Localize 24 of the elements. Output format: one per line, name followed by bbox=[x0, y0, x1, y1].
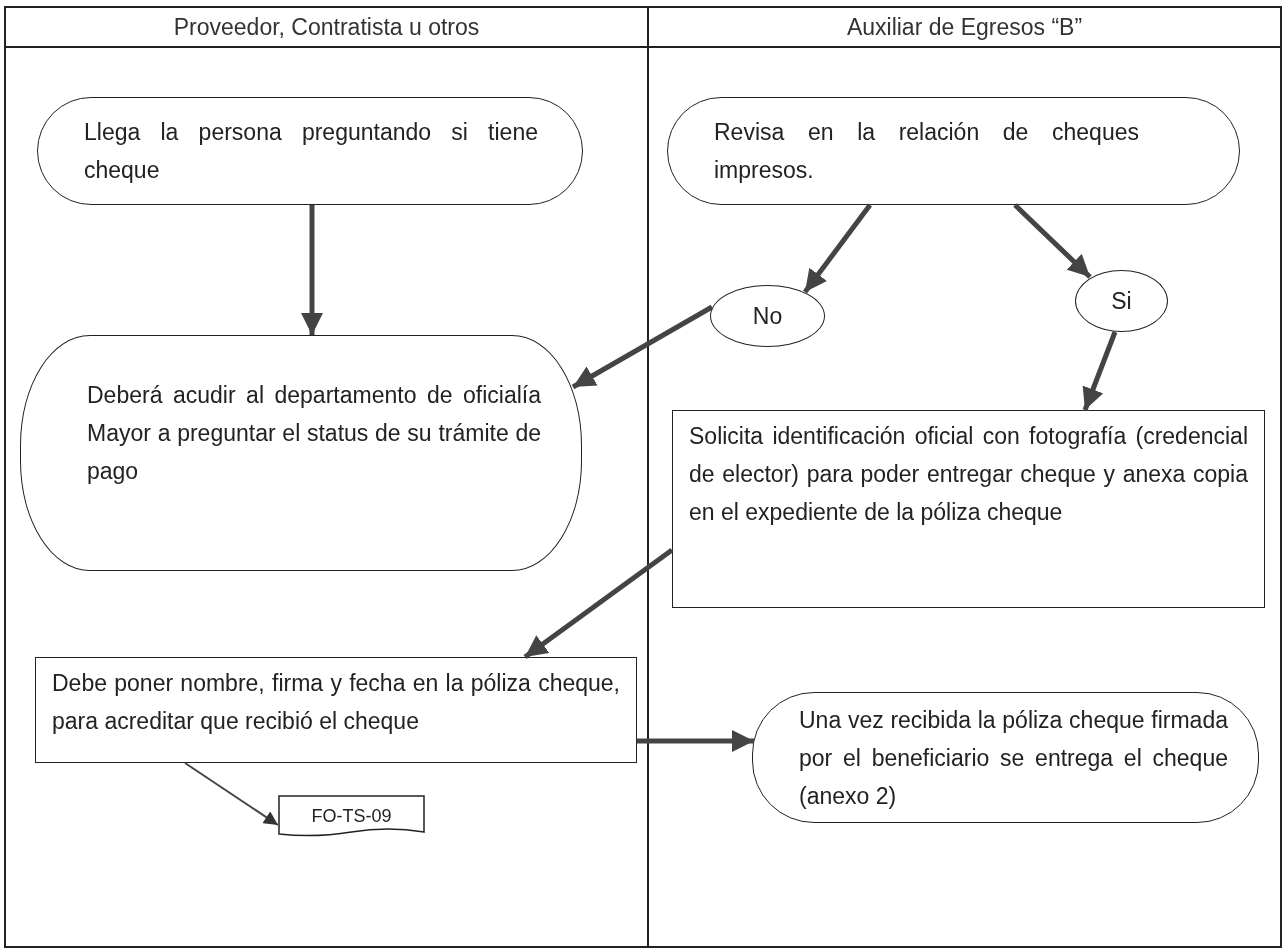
arrow bbox=[637, 730, 754, 752]
step-text: No bbox=[752, 302, 783, 331]
document-shape bbox=[278, 795, 425, 837]
lane-title: Auxiliar de Egresos “B” bbox=[846, 13, 1083, 41]
process-box bbox=[672, 410, 1265, 608]
arrow bbox=[803, 203, 872, 294]
arrow bbox=[1082, 331, 1118, 411]
swimlane bbox=[4, 6, 649, 948]
step-text: Si bbox=[1111, 287, 1132, 316]
step-text: Llega la persona preguntando si tiene cheque bbox=[84, 118, 538, 185]
swimlane bbox=[647, 6, 1282, 948]
step-text: Solicita identificación oficial con fotografía (credencial de elector) para poder entregar cheque y anexa copia en el expediente de la póliza cheque bbox=[689, 422, 1248, 527]
arrow bbox=[1013, 203, 1092, 279]
step-text: Debe poner nombre, firma y fecha en la póliza cheque, para acreditar que recibió el cheque bbox=[52, 669, 620, 736]
step-text: Revisa en la relación de cheques impresos. bbox=[714, 118, 1139, 185]
arrow bbox=[184, 762, 279, 826]
arrow bbox=[571, 304, 714, 390]
step-text: FO-TS-09 bbox=[311, 805, 392, 828]
step-text: Una vez recibida la póliza cheque firmada por el beneficiario se entrega el cheque (anexo 2) bbox=[799, 705, 1228, 811]
process-box bbox=[35, 657, 637, 763]
arrow bbox=[523, 547, 674, 660]
lane-title: Proveedor, Contratista u otros bbox=[173, 13, 480, 41]
step-text: Deberá acudir al departamento de oficialía Mayor a preguntar el status de su trámite de pago bbox=[87, 381, 541, 486]
arrow bbox=[301, 205, 323, 335]
